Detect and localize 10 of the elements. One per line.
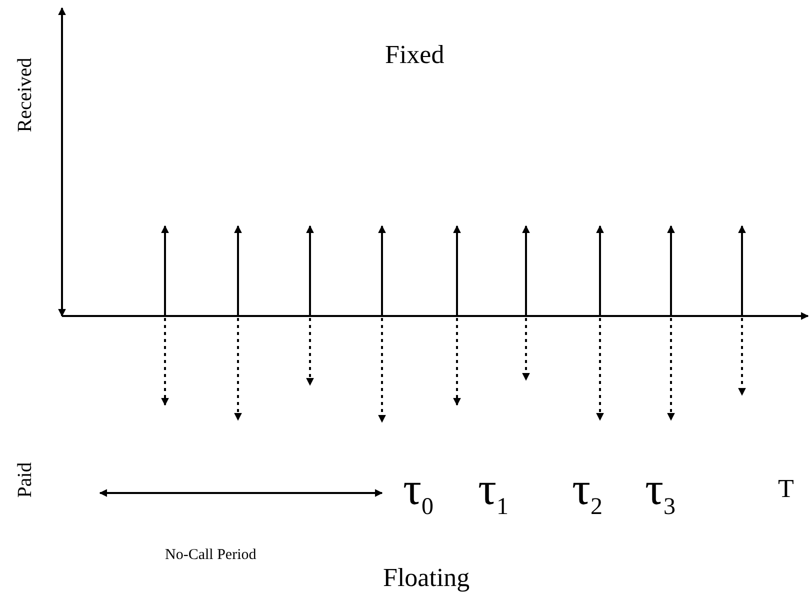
time-label: τ$_{0}$ [403, 466, 434, 520]
axis-label: Floating [383, 565, 470, 591]
axis-label: Received [15, 58, 36, 132]
axis-label: Fixed [385, 42, 444, 68]
time-label: T [778, 476, 794, 502]
period-label: No-Call Period [165, 548, 256, 563]
axis-label: Paid [14, 462, 35, 498]
time-label: τ$_{2}$ [572, 466, 602, 520]
time-label: τ$_{1}$ [478, 466, 508, 520]
time-label: τ$_{3}$ [645, 466, 676, 520]
